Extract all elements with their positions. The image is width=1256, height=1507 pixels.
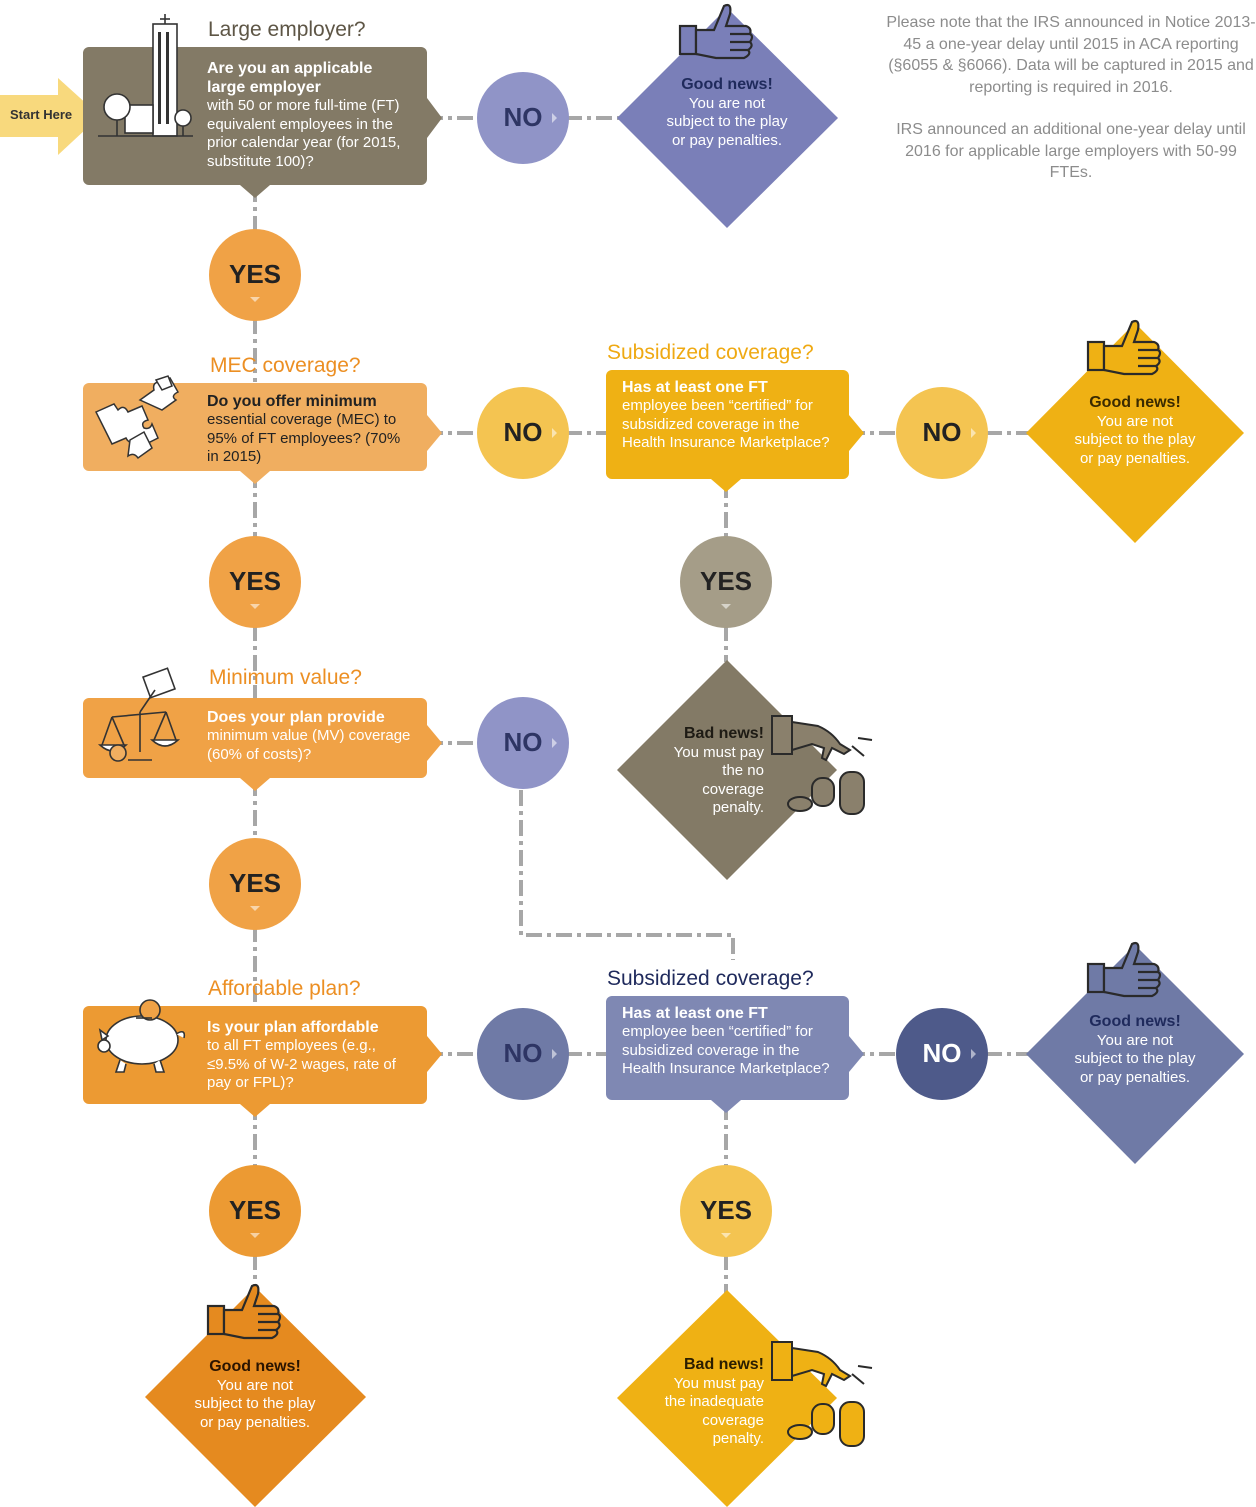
subsidized-box-2	[606, 996, 849, 1100]
affordable-question: Is your plan affordable to all FT employ…	[83, 1006, 427, 1103]
no-circle-2	[477, 387, 569, 479]
bad-news-title-2: Bad news!	[683, 1356, 764, 1373]
min-value-question: Does your plan provide minimum value (MV…	[83, 696, 427, 774]
no-label-3: NO	[922, 417, 962, 447]
good-news-title-2: Good news!	[1089, 394, 1181, 411]
yes-circle-5	[209, 1165, 301, 1257]
bad-news-1: Bad news! You must pay the no coverage p…	[660, 725, 764, 818]
scale-icon	[97, 667, 181, 762]
subsidized-text-2: employee been “certified” for subsidized…	[622, 1023, 830, 1077]
question-boxes	[83, 47, 864, 1117]
bad-news-title-1: Bad news!	[683, 725, 764, 742]
bad-news-text-1: You must pay the no coverage penalty.	[673, 743, 764, 817]
yes-circle-1	[209, 229, 301, 321]
no-circle-3	[896, 387, 988, 479]
yes-label-5: YES	[228, 1195, 282, 1225]
bad-news-2: Bad news! You must pay the inadequate co…	[660, 1356, 764, 1449]
circle-pointers	[250, 113, 976, 1238]
good-news-text-2: You are not subject to the play or pay p…	[1074, 412, 1196, 467]
affordable-bold: Is your plan affordable	[207, 1019, 379, 1036]
yes-label-1: YES	[228, 259, 282, 289]
good-news-diamond-2	[1026, 323, 1244, 543]
subsidized-bold-2: Has at least one FT	[622, 1005, 768, 1022]
start-here-label: Start Here	[10, 107, 73, 122]
yes-circle-3	[680, 536, 772, 628]
mec-title: MEC coverage?	[210, 354, 361, 377]
min-value-box	[83, 698, 427, 778]
thumbs-up-icon-2	[1086, 319, 1162, 376]
subsidized-question-1: Has at least one FT employee been “certi…	[606, 366, 849, 463]
puzzle-icon	[94, 375, 180, 460]
good-news-text-4: You are not subject to the play or pay p…	[194, 1376, 316, 1431]
subsidized-bold-1: Has at least one FT	[622, 379, 768, 396]
no-circle-1	[477, 72, 569, 164]
good-news-diamond-3	[1026, 945, 1244, 1164]
good-news-diamond-4	[145, 1287, 366, 1507]
good-news-title-4: Good news!	[209, 1358, 301, 1375]
irs-note-paragraph-1: Please note that the IRS announced in No…	[886, 14, 1256, 96]
hand-coins-icon-2	[771, 1341, 873, 1447]
building-icon	[98, 14, 193, 137]
good-news-2: Good news! You are not subject to the pl…	[1074, 394, 1196, 468]
bad-news-text-2: You must pay the inadequate coverage pen…	[664, 1374, 764, 1448]
yes-label-2: YES	[228, 566, 282, 596]
good-news-4: Good news! You are not subject to the pl…	[194, 1358, 316, 1432]
thumbs-up-icon-1	[678, 3, 754, 60]
affordable-title: Affordable plan?	[208, 977, 361, 1000]
answer-circles	[209, 72, 988, 1257]
good-news-text-3: You are not subject to the play or pay p…	[1074, 1031, 1196, 1086]
no-label-2: NO	[503, 417, 543, 447]
good-news-text-1: You are not subject to the play or pay p…	[666, 94, 788, 149]
large-employer-question: Are you an applicable large employer wit…	[83, 47, 427, 181]
min-value-title: Minimum value?	[209, 666, 362, 689]
subsidized-question-2: Has at least one FT employee been “certi…	[606, 992, 849, 1089]
hand-coins-icon-1	[771, 715, 873, 815]
irs-note-paragraph-2: IRS announced an additional one-year del…	[896, 121, 1246, 181]
yes-label-3: YES	[699, 566, 753, 596]
affordable-text: to all FT employees (e.g., ≤9.5% of W-2 …	[207, 1037, 396, 1091]
yes-circle-4	[209, 838, 301, 930]
subsidized-text-1: employee been “certified” for subsidized…	[622, 397, 830, 451]
mec-text: essential coverage (MEC) to 95% of FT em…	[207, 411, 401, 465]
good-news-3: Good news! You are not subject to the pl…	[1074, 1013, 1196, 1087]
min-value-bold: Does your plan provide	[207, 709, 385, 726]
no-label-4: NO	[503, 727, 543, 757]
good-news-title-1: Good news!	[681, 76, 773, 93]
good-news-1: Good news! You are not subject to the pl…	[665, 76, 789, 150]
no-label-6: NO	[922, 1038, 962, 1068]
no-circle-6	[896, 1008, 988, 1100]
thumbs-up-icon-3	[1086, 941, 1162, 998]
mec-bold: Do you offer minimum	[207, 393, 377, 410]
no-label-1: NO	[503, 102, 543, 132]
large-employer-bold: Are you an applicable large employer	[207, 60, 373, 96]
good-news-title-3: Good news!	[1089, 1013, 1181, 1030]
no-circle-4	[477, 697, 569, 789]
irs-note: Please note that the IRS announced in No…	[886, 12, 1256, 205]
min-value-text: minimum value (MV) coverage (60% of cost…	[207, 727, 411, 763]
yes-circle-2	[209, 536, 301, 628]
subsidized-title-2: Subsidized coverage?	[607, 967, 814, 990]
large-employer-text: with 50 or more full-time (FT) equivalen…	[207, 97, 401, 170]
no-circle-5	[477, 1008, 569, 1100]
subsidized-title-1: Subsidized coverage?	[607, 341, 814, 364]
thumbs-up-icon-4	[206, 1283, 282, 1340]
yes-circle-6	[680, 1165, 772, 1257]
no-label-5: NO	[503, 1038, 543, 1068]
yes-label-6: YES	[699, 1195, 753, 1225]
start-arrow-icon	[0, 78, 100, 155]
piggy-bank-icon	[97, 999, 186, 1073]
good-news-diamond-1	[617, 8, 838, 228]
yes-label-4: YES	[228, 868, 282, 898]
mec-question: Do you offer minimum essential coverage …	[83, 380, 427, 477]
large-employer-title: Large employer?	[208, 18, 366, 41]
subsidized-box-1	[606, 370, 849, 479]
